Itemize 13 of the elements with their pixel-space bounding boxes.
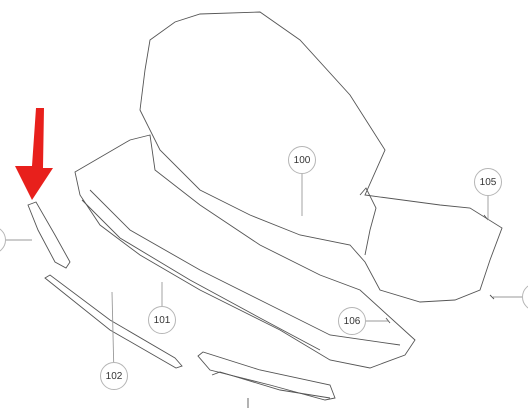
leader-line	[112, 292, 114, 362]
leader-line	[366, 320, 388, 322]
callout-number: 105	[480, 176, 496, 188]
callout-number: 102	[106, 370, 122, 382]
callout-circle	[338, 307, 366, 335]
callout-number: 101	[154, 314, 170, 326]
callout-circle	[148, 306, 176, 334]
callout-number: 100	[294, 154, 310, 166]
callout-circle	[100, 362, 128, 390]
callout-circle	[288, 146, 316, 174]
leader-line	[492, 296, 522, 298]
callout-number: 106	[344, 316, 360, 326]
callout-circle	[474, 168, 502, 196]
